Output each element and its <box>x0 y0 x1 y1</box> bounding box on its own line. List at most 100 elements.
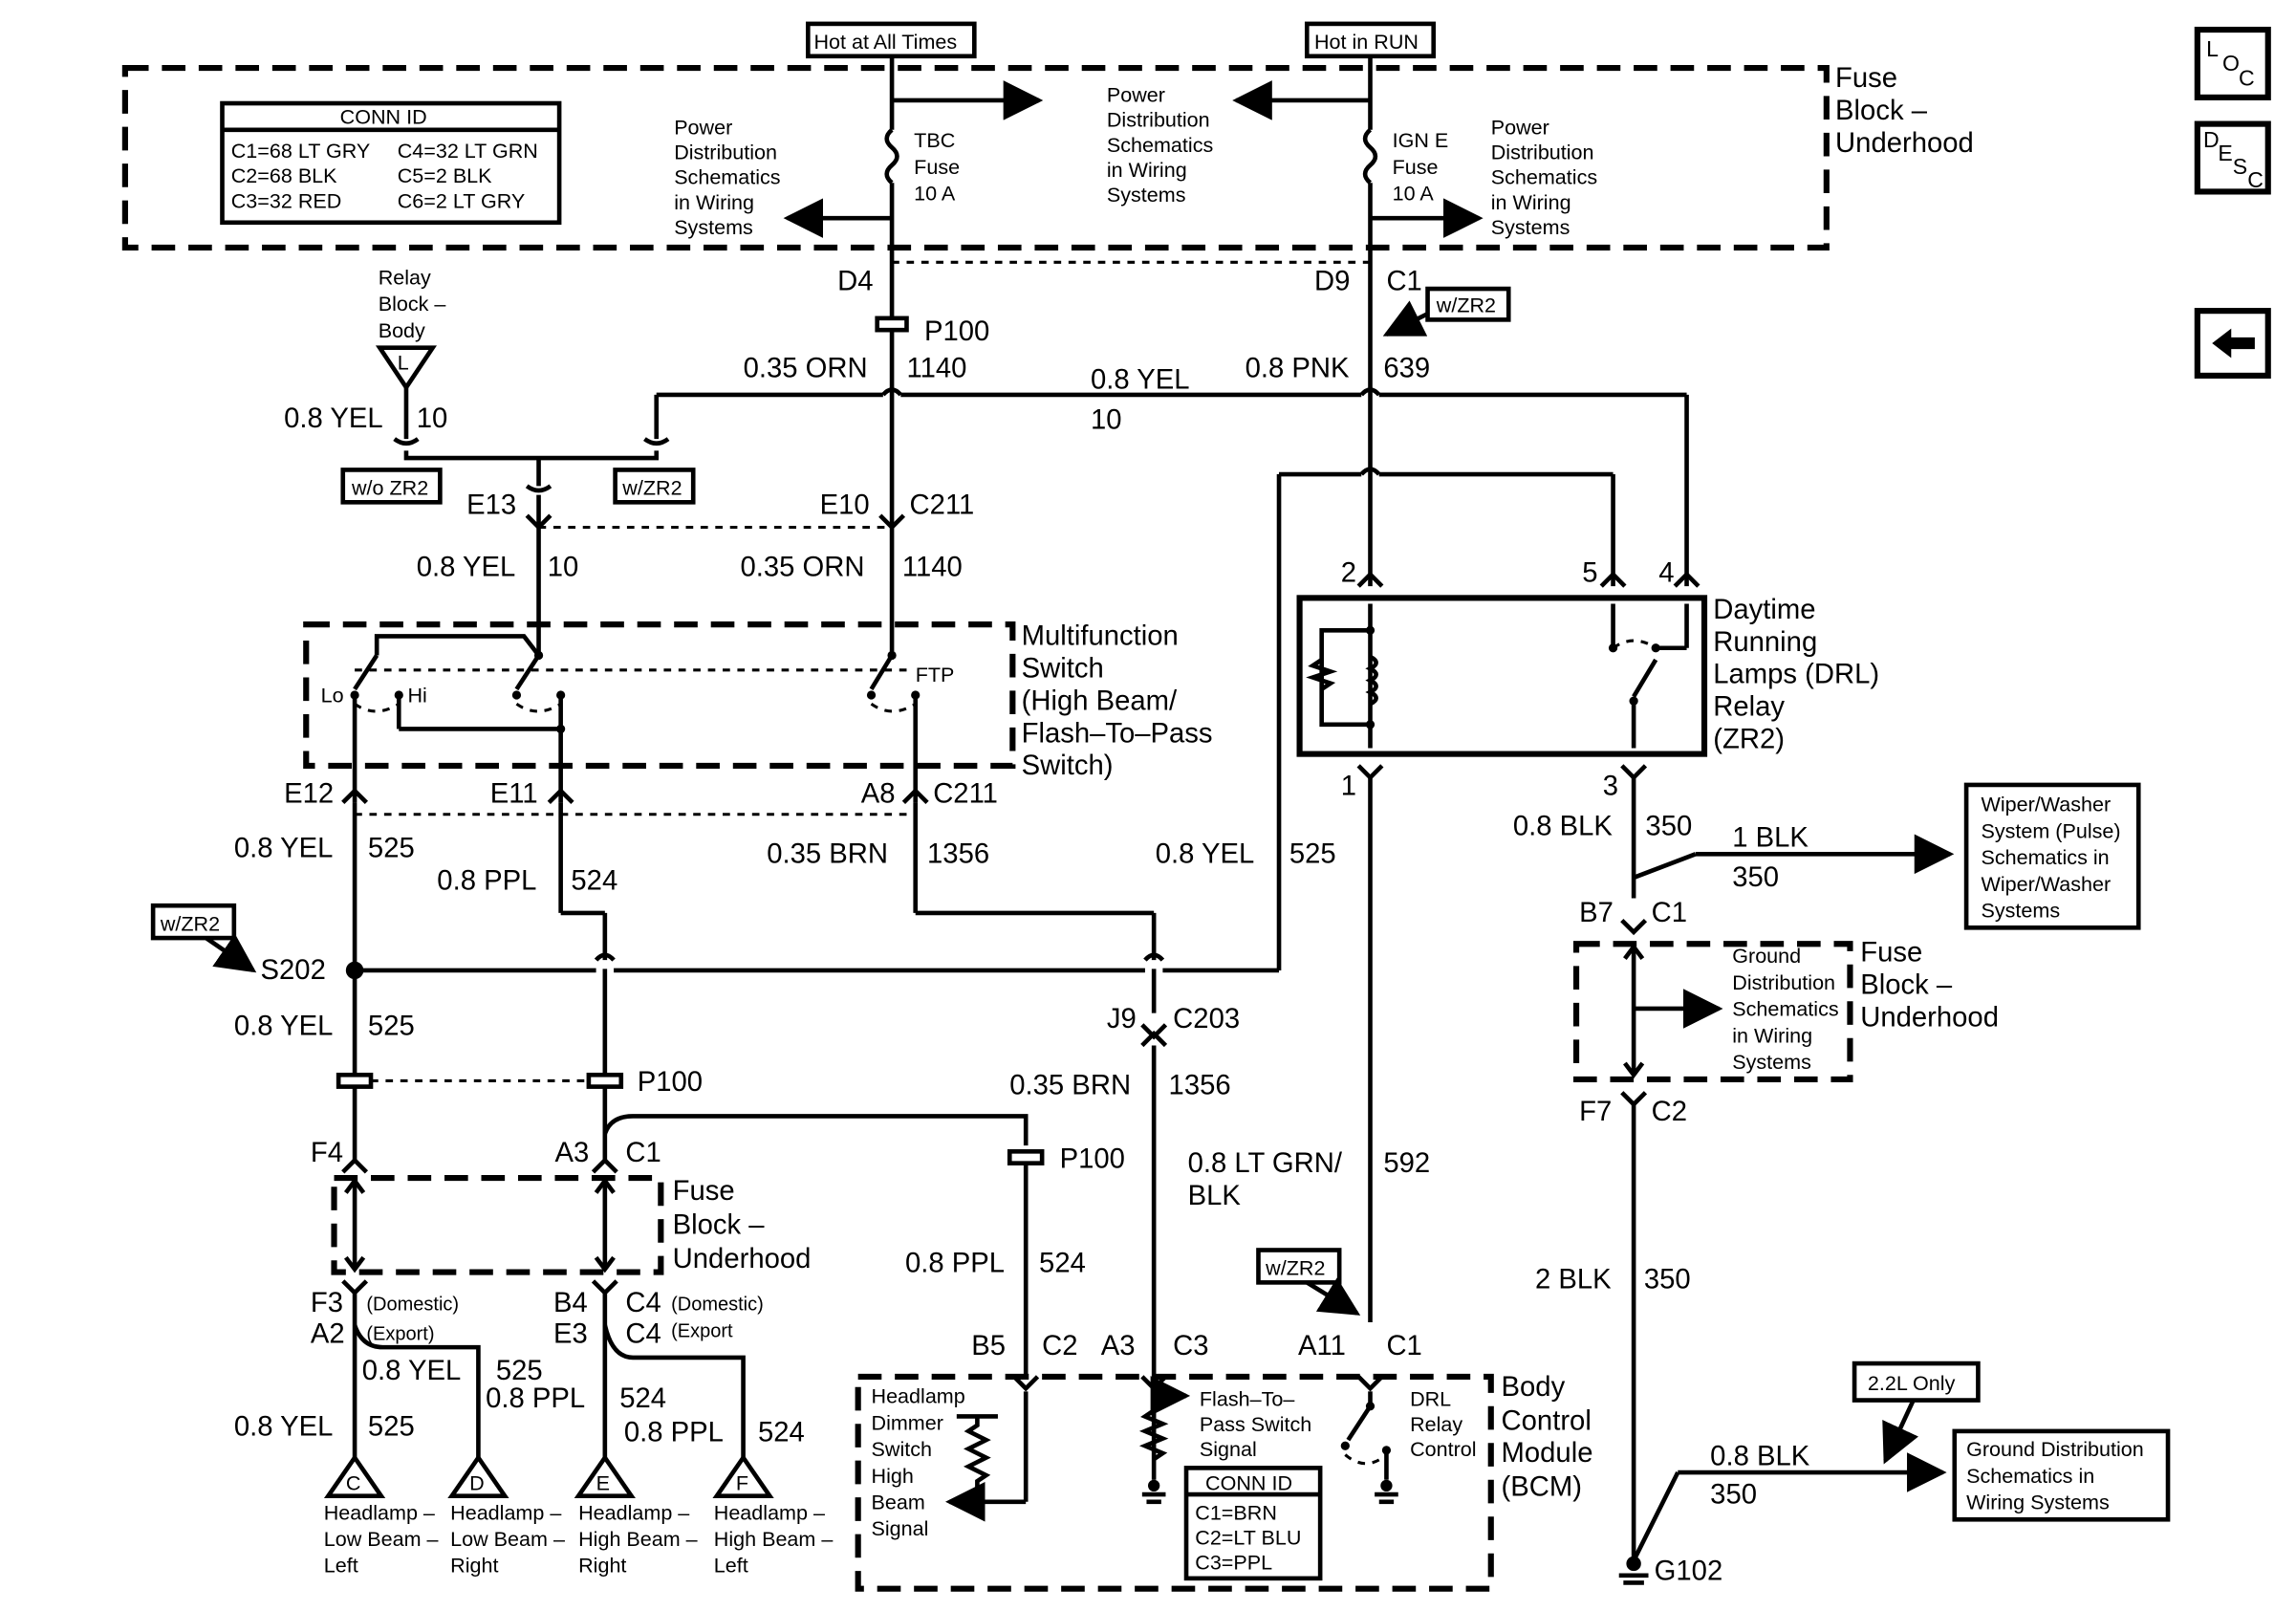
drl-relay-label: Daytime Running Lamps (DRL) Relay (ZR2) <box>1713 595 1879 754</box>
drl-relay-control-label: DRL Relay Control <box>1410 1387 1476 1461</box>
svg-text:L: L <box>2206 36 2219 61</box>
wire-08-yel-e13: 0.8 YEL <box>417 552 516 582</box>
svg-text:10 A: 10 A <box>1393 182 1435 206</box>
circuit-592: 592 <box>1383 1148 1430 1179</box>
conn-c2: C2=68 BLK <box>231 163 337 187</box>
circuit-1140-top: 1140 <box>906 353 966 383</box>
conn-c1-a11: C1 <box>1386 1331 1421 1361</box>
wire-035-orn-e10: 0.35 ORN <box>740 552 864 582</box>
wire-08-yel-lamp-d: 0.8 YEL <box>362 1356 462 1386</box>
fuse-block-underhood-right <box>1572 941 1853 1082</box>
wire-035-orn-top: 0.35 ORN <box>744 353 868 383</box>
pin-e10: E10 <box>820 490 870 521</box>
circuit-524-lamp-e: 524 <box>619 1383 666 1414</box>
svg-text:Power: Power <box>1491 115 1549 139</box>
loc-button[interactable]: L O C <box>2194 26 2271 100</box>
switch-hi-label: Hi <box>408 684 427 708</box>
svg-text:Distribution: Distribution <box>674 141 777 164</box>
circuit-1356-j9: 1356 <box>1169 1070 1231 1100</box>
svg-text:Headlamp –: Headlamp – <box>450 1500 561 1524</box>
desc-button[interactable]: D E S C <box>2194 120 2271 195</box>
conn-c4-export: C4 <box>625 1319 661 1350</box>
conn-id-table <box>220 100 562 226</box>
svg-text:E: E <box>2218 141 2232 165</box>
wire-08-yel-e12: 0.8 YEL <box>234 833 334 863</box>
domestic-b4: (Domestic) <box>671 1295 764 1316</box>
wzr2-tag-1 <box>1425 286 1511 322</box>
svg-text:S: S <box>2233 154 2247 179</box>
export-e3: (Export <box>671 1320 733 1341</box>
relay-block-l-terminal-icon <box>375 345 438 392</box>
circuit-639: 639 <box>1383 353 1430 383</box>
circuit-350-wiper: 350 <box>1732 862 1779 893</box>
svg-text:Schematics: Schematics <box>1732 997 1838 1021</box>
wozr2-tag <box>340 468 443 505</box>
pin-a3-c3: A3 <box>1101 1331 1136 1361</box>
fuse-block-label-1: Fuse <box>1835 63 1897 94</box>
conn-c1-top: C1 <box>1386 267 1421 297</box>
svg-text:Systems: Systems <box>1491 215 1570 239</box>
hot-in-run: Hot in RUN <box>1314 30 1419 54</box>
wire-08-ppl-bcm: 0.8 PPL <box>905 1249 1005 1279</box>
bcm-conn-c3: C3=PPL <box>1195 1551 1272 1575</box>
svg-text:Systems: Systems <box>674 215 753 239</box>
svg-text:E: E <box>596 1470 610 1494</box>
fuse-block-label-2: Block – <box>1835 96 1928 126</box>
svg-text:Fuse: Fuse <box>1393 155 1439 179</box>
svg-text:Headlamp –: Headlamp – <box>324 1500 435 1524</box>
wiper-washer-label: Wiper/Washer System (Pulse) Schematics i… <box>1981 793 2120 923</box>
conn-c4-domestic: C4 <box>625 1288 661 1318</box>
svg-text:D: D <box>2203 127 2220 152</box>
conn-c2-b5: C2 <box>1042 1331 1077 1361</box>
wire-08-ppl-lamp-f: 0.8 PPL <box>624 1418 724 1448</box>
pin-a2: A2 <box>311 1319 345 1350</box>
svg-text:Right: Right <box>578 1554 626 1578</box>
svg-text:(High Beam/: (High Beam/ <box>1022 686 1178 716</box>
pin-e11: E11 <box>490 778 538 809</box>
hot-at-all-times-box <box>806 21 977 59</box>
circuit-1140-e10: 1140 <box>902 552 963 582</box>
dimmer-resistor-icon <box>963 1416 991 1502</box>
wire-08-ltgrn-blk: 0.8 LT GRN/ <box>1188 1148 1343 1179</box>
svg-text:Fuse: Fuse <box>1860 938 1922 969</box>
wire-08-yel-drl: 0.8 YEL <box>1156 839 1255 870</box>
svg-text:Distribution: Distribution <box>1107 108 1210 132</box>
circuit-524-bcm: 524 <box>1039 1249 1086 1279</box>
svg-text:High Beam –: High Beam – <box>578 1527 698 1551</box>
drl-relay-box <box>1296 595 1708 757</box>
back-arrow-button[interactable] <box>2194 308 2271 379</box>
circuit-525-e12: 525 <box>368 833 415 863</box>
pd-right-text: Power Distribution Schematics in Wiring … <box>1491 115 1597 239</box>
svg-text:Flash–To–Pass: Flash–To–Pass <box>1022 718 1213 749</box>
circuit-350-g102: 350 <box>1710 1479 1757 1510</box>
pin-e3: E3 <box>553 1319 588 1350</box>
fuse-block-label-3: Underhood <box>1835 128 1974 159</box>
ground-g102-icon <box>1626 1556 1641 1572</box>
tbc-fuse-label: TBC Fuse 10 A <box>914 128 960 205</box>
svg-text:10 A: 10 A <box>914 182 956 206</box>
ground-distribution-label-1: Ground Distribution Schematics in Wiring… <box>1732 944 1838 1074</box>
fuse-block-right-label: Fuse Block – Underhood <box>1860 938 1999 1034</box>
svg-text:2.2L Only: 2.2L Only <box>1868 1371 1956 1395</box>
svg-text:IGN E: IGN E <box>1393 128 1449 152</box>
pin-d4: D4 <box>837 267 873 297</box>
headlamp-high-left: F Headlamp – High Beam – Left <box>712 1453 833 1578</box>
svg-text:Wiper/Washer: Wiper/Washer <box>1981 872 2111 896</box>
fuse-block-underhood-left <box>331 1174 664 1275</box>
conn-c4: C4=32 LT GRN <box>398 139 538 163</box>
circuit-350-drl: 350 <box>1645 811 1692 841</box>
svg-text:w/ZR2: w/ZR2 <box>621 476 682 500</box>
svg-text:Wiper/Washer: Wiper/Washer <box>1981 793 2111 816</box>
wire-08-yel-lamp-c: 0.8 YEL <box>234 1412 334 1443</box>
svg-text:Headlamp –: Headlamp – <box>714 1500 825 1524</box>
svg-text:Wiring Systems: Wiring Systems <box>1966 1490 2110 1513</box>
headlamp-low-left: C Headlamp – Low Beam – Left <box>324 1453 439 1578</box>
pd-left-text: Power Distribution Schematics in Wiring … <box>674 115 780 239</box>
switch-ftp-label: FTP <box>916 663 955 686</box>
wire-08-yel-s202: 0.8 YEL <box>234 1012 334 1042</box>
conn-id-title: CONN ID <box>340 105 427 129</box>
ground-distribution-label-2: Ground Distribution Schematics in Wiring… <box>1966 1437 2144 1513</box>
circuit-524-lamp-f: 524 <box>758 1418 805 1448</box>
svg-text:C: C <box>2247 167 2264 192</box>
wire-08-blk-drl: 0.8 BLK <box>1513 811 1614 841</box>
